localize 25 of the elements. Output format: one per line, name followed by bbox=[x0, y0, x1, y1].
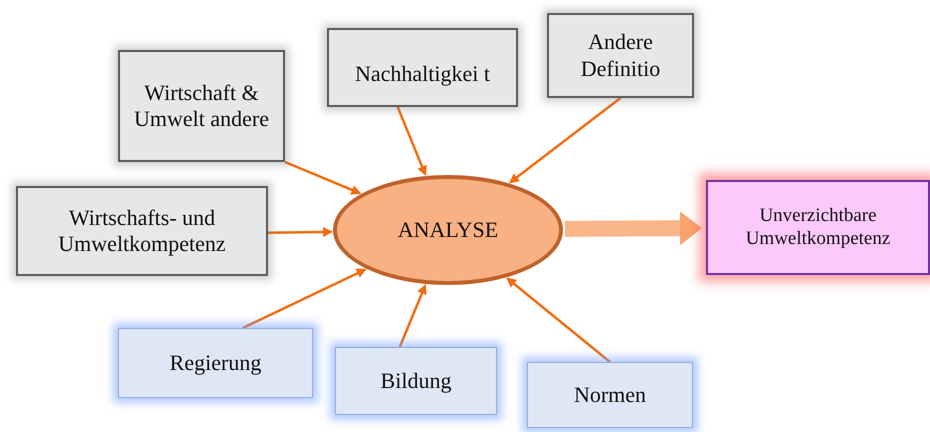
node-label: Regierung bbox=[170, 350, 262, 376]
node-label: Bildung bbox=[380, 368, 452, 394]
node-label: ANALYSE bbox=[398, 216, 498, 244]
topic-box bbox=[16, 186, 268, 276]
source-box bbox=[118, 328, 313, 398]
arrow bbox=[242, 268, 367, 330]
result-box bbox=[706, 180, 930, 275]
topic-box bbox=[327, 28, 518, 107]
arrow bbox=[396, 106, 427, 176]
arrow bbox=[398, 284, 427, 348]
source-box bbox=[335, 347, 497, 415]
node-label: Andere Definitio bbox=[580, 29, 662, 82]
arrow bbox=[284, 160, 362, 195]
arrow bbox=[508, 97, 622, 184]
topic-box bbox=[118, 50, 285, 162]
arrow bbox=[564, 211, 702, 246]
topic-box bbox=[547, 13, 694, 98]
node-label: Unverzichtbare Umweltkompetenz bbox=[744, 204, 892, 250]
arrow bbox=[506, 277, 611, 363]
node-label: Wirtschafts- und Umweltkompetenz bbox=[57, 204, 227, 258]
source-box bbox=[527, 362, 693, 428]
arrow bbox=[268, 226, 334, 237]
node-label: Normen bbox=[574, 382, 646, 408]
node-label: Nachhaltigkei t bbox=[355, 61, 490, 88]
node-label: Wirtschaft & Umwelt andere bbox=[133, 80, 270, 132]
